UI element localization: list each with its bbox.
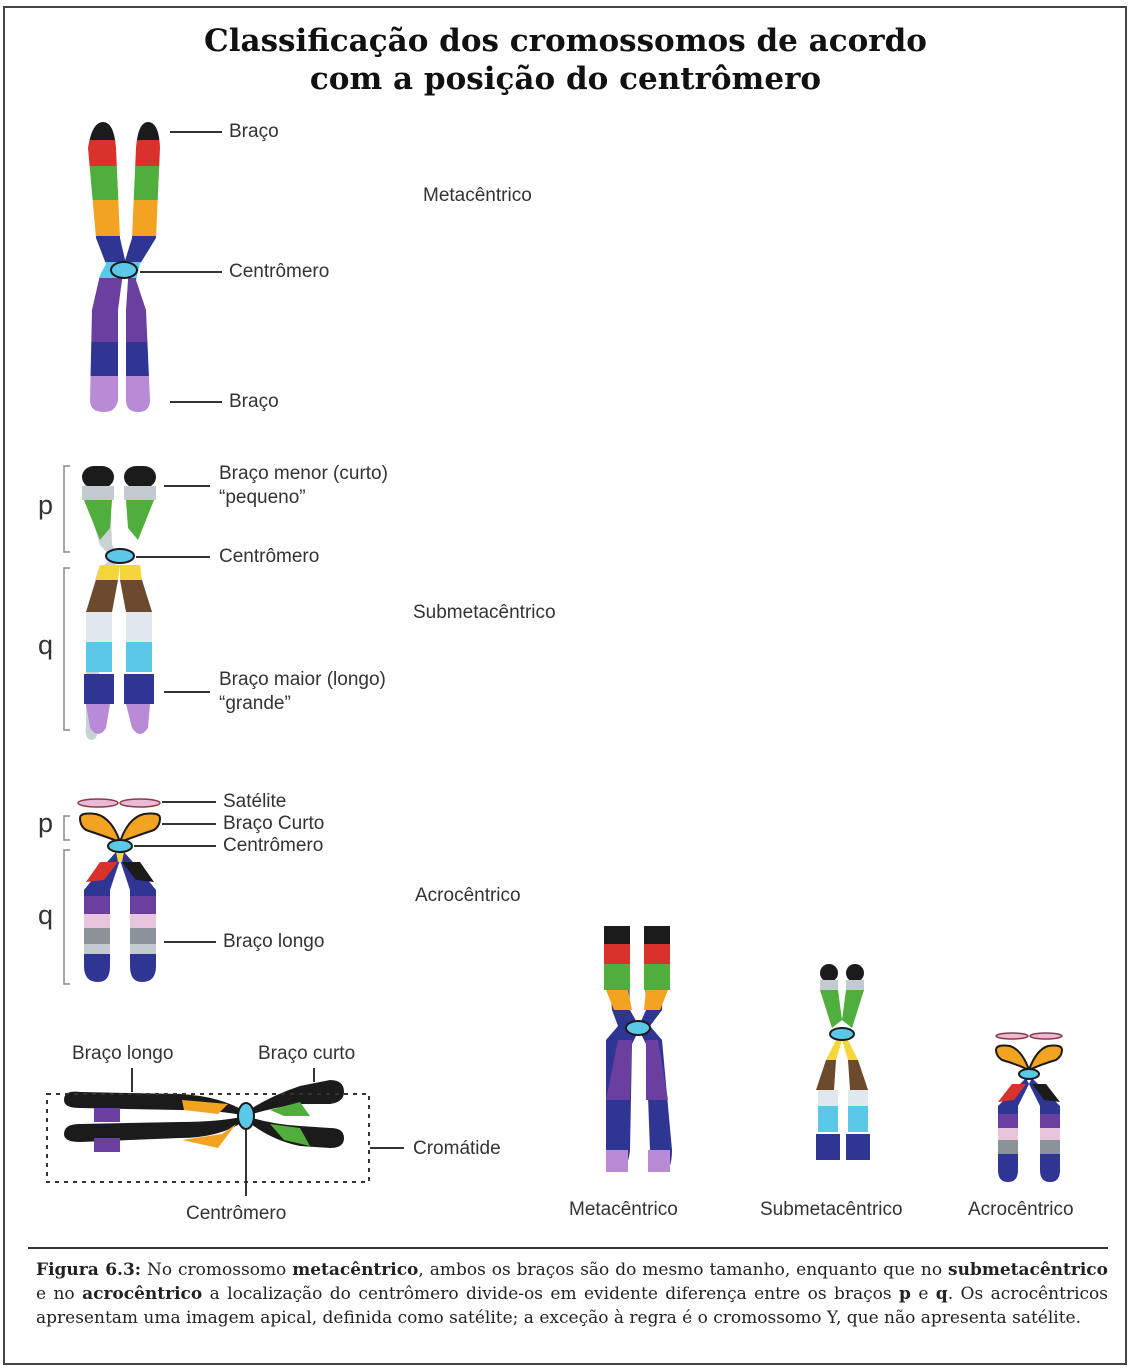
caption-text-3: e no xyxy=(36,1284,82,1304)
comparison-metacentric-label: Metacêntrico xyxy=(569,1199,678,1221)
acrocentric-long-arm-label: Braço longo xyxy=(223,931,324,953)
caption-bold-2: submetacêntrico xyxy=(948,1260,1108,1280)
submetacentric-short-arm-label: Braço menor (curto) xyxy=(219,463,388,485)
caption-text-2: , ambos os braços são do mesmo tamanho, … xyxy=(418,1260,948,1280)
small-metacentric xyxy=(604,926,672,1172)
submetacentric-type-label: Submetacêntrico xyxy=(413,602,556,624)
submetacentric-long-arm-note: “grande” xyxy=(219,693,291,715)
acrocentric-brackets xyxy=(64,816,70,984)
caption-bold-5: q xyxy=(936,1284,948,1304)
horizontal-chromosome xyxy=(64,1080,344,1152)
caption-text-1: No cromossomo xyxy=(141,1260,292,1280)
acrocentric-short-arm-label: Braço Curto xyxy=(223,813,324,835)
acrocentric-type-label: Acrocêntrico xyxy=(415,885,521,907)
caption-divider xyxy=(28,1247,1108,1249)
comparison-acrocentric-label: Acrocêntrico xyxy=(968,1199,1074,1221)
submetacentric-brackets xyxy=(64,466,70,730)
caption-bold-1: metacêntrico xyxy=(292,1260,418,1280)
metacentric-arm-top-label: Braço xyxy=(229,121,279,143)
metacentric-arm-bottom-label: Braço xyxy=(229,391,279,413)
small-submetacentric xyxy=(816,964,870,1160)
acrocentric-satellite-label: Satélite xyxy=(223,791,286,813)
submetacentric-p-label: p xyxy=(38,490,53,521)
caption-text-4: a localização do centrômero divide-os em… xyxy=(202,1284,899,1304)
submetacentric-chromosome xyxy=(82,466,156,740)
acrocentric-centromere-label: Centrômero xyxy=(223,835,323,857)
horizontal-long-arm-label: Braço longo xyxy=(72,1043,173,1065)
horizontal-short-arm-label: Braço curto xyxy=(258,1043,355,1065)
acrocentric-p-label: p xyxy=(38,808,53,839)
horizontal-chromatid-label: Cromátide xyxy=(413,1138,501,1160)
metacentric-type-label: Metacêntrico xyxy=(423,185,532,207)
figure-caption: Figura 6.3: No cromossomo metacêntrico, … xyxy=(36,1258,1108,1330)
caption-bold-3: acrocêntrico xyxy=(82,1284,202,1304)
small-acrocentric xyxy=(996,1033,1062,1182)
comparison-submetacentric-label: Submetacêntrico xyxy=(760,1199,903,1221)
horizontal-centromere-label: Centrômero xyxy=(186,1203,286,1225)
caption-label: Figura 6.3: xyxy=(36,1260,141,1280)
submetacentric-long-arm-label: Braço maior (longo) xyxy=(219,669,386,691)
caption-bold-4: p xyxy=(899,1284,911,1304)
submetacentric-centromere-label: Centrômero xyxy=(219,546,319,568)
submetacentric-short-arm-note: “pequeno” xyxy=(219,487,306,509)
metacentric-centromere-label: Centrômero xyxy=(229,261,329,283)
acrocentric-q-label: q xyxy=(38,900,53,931)
acrocentric-chromosome xyxy=(78,799,160,982)
caption-text-5: e xyxy=(911,1284,936,1304)
submetacentric-q-label: q xyxy=(38,630,53,661)
metacentric-chromosome xyxy=(80,118,170,416)
